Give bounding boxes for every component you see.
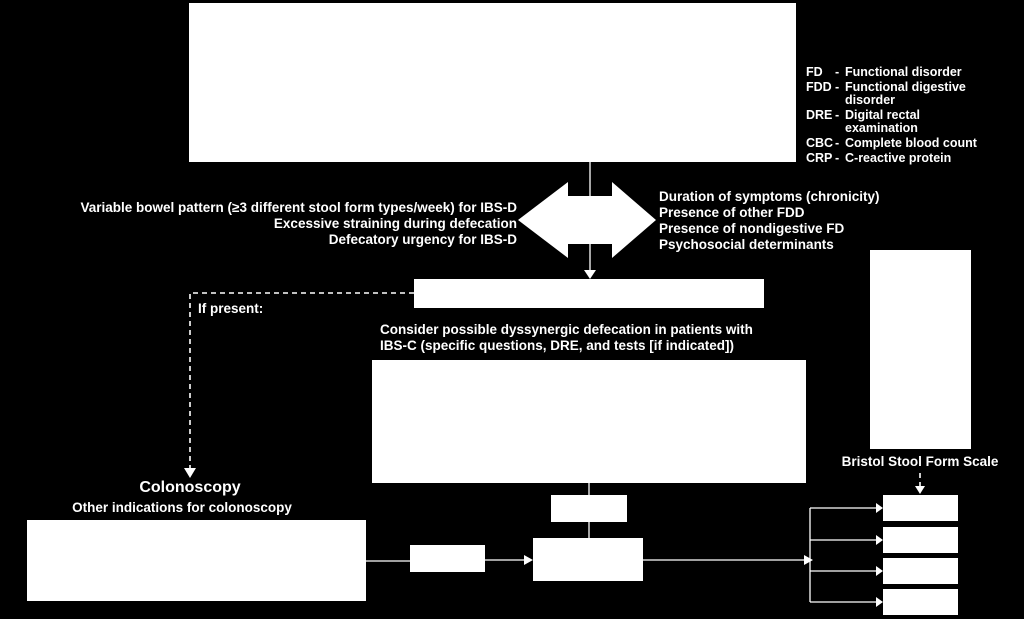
middle-narrow-box (414, 279, 764, 308)
abbr-2-sep: - (835, 108, 839, 122)
arrowhead-colonoscopy (184, 468, 196, 478)
outcome-box-4 (883, 589, 958, 615)
if-present-label: If present: (198, 301, 263, 316)
abbr-2-def-2: examination (845, 121, 918, 135)
abbr-4: CRP (806, 151, 832, 165)
arrowhead-branch (804, 555, 813, 565)
dyssynergic-line-1: Consider possible dyssynergic defecation… (380, 322, 753, 337)
abbr-1: FDD (806, 80, 832, 94)
left-factors: Variable bowel pattern (≥3 different sto… (81, 200, 518, 247)
abbr-4-def: C-reactive protein (845, 151, 951, 165)
arrowhead-b1 (876, 503, 883, 513)
right-factor-4: Psychosocial determinants (659, 237, 834, 252)
left-factor-2: Excessive straining during defecation (274, 216, 517, 231)
abbr-4-sep: - (835, 151, 839, 165)
outcome-box-1 (883, 495, 958, 521)
abbr-1-sep: - (835, 80, 839, 94)
arrowhead-b3 (876, 566, 883, 576)
bristol-label: Bristol Stool Form Scale (842, 454, 999, 469)
abbreviation-legend: FD - Functional disorder FDD - Functiona… (806, 65, 978, 165)
right-factors: Duration of symptoms (chronicity) Presen… (659, 189, 880, 252)
right-factor-1: Duration of symptoms (chronicity) (659, 189, 880, 204)
top-main-box (189, 3, 796, 162)
left-factor-1: Variable bowel pattern (≥3 different sto… (81, 200, 518, 215)
abbr-0-sep: - (835, 65, 839, 79)
bristol-scale-box (870, 250, 971, 449)
left-factor-3: Defecatory urgency for IBS-D (329, 232, 518, 247)
arrowhead-b2 (876, 535, 883, 545)
double-arrow-icon (518, 182, 656, 258)
arrowhead-center-bottom (524, 555, 533, 565)
colonoscopy-label: Colonoscopy (139, 479, 240, 496)
abbr-0: FD (806, 65, 823, 79)
center-bottom-box (533, 538, 643, 581)
central-large-box (372, 360, 806, 483)
abbr-0-def: Functional disorder (845, 65, 962, 79)
bottom-left-box (27, 520, 366, 601)
abbr-3-def: Complete blood count (845, 136, 978, 150)
abbr-1-def-2: disorder (845, 93, 895, 107)
arrowhead-b4 (876, 597, 883, 607)
right-factor-2: Presence of other FDD (659, 205, 805, 220)
arrowhead-top (584, 270, 596, 279)
outcome-box-3 (883, 558, 958, 584)
abbr-2: DRE (806, 108, 832, 122)
abbr-3: CBC (806, 136, 833, 150)
dashed-connector (189, 292, 414, 470)
arrowhead-bristol (915, 486, 925, 494)
outcome-box-2 (883, 527, 958, 553)
abbr-1-def-1: Functional digestive (845, 80, 966, 94)
dyssynergic-line-2: IBS-C (specific questions, DRE, and test… (380, 338, 734, 353)
other-indications-label: Other indications for colonoscopy (72, 500, 292, 515)
abbr-3-sep: - (835, 136, 839, 150)
small-left-box (410, 545, 485, 572)
abbr-2-def-1: Digital rectal (845, 108, 920, 122)
right-factor-3: Presence of nondigestive FD (659, 221, 845, 236)
